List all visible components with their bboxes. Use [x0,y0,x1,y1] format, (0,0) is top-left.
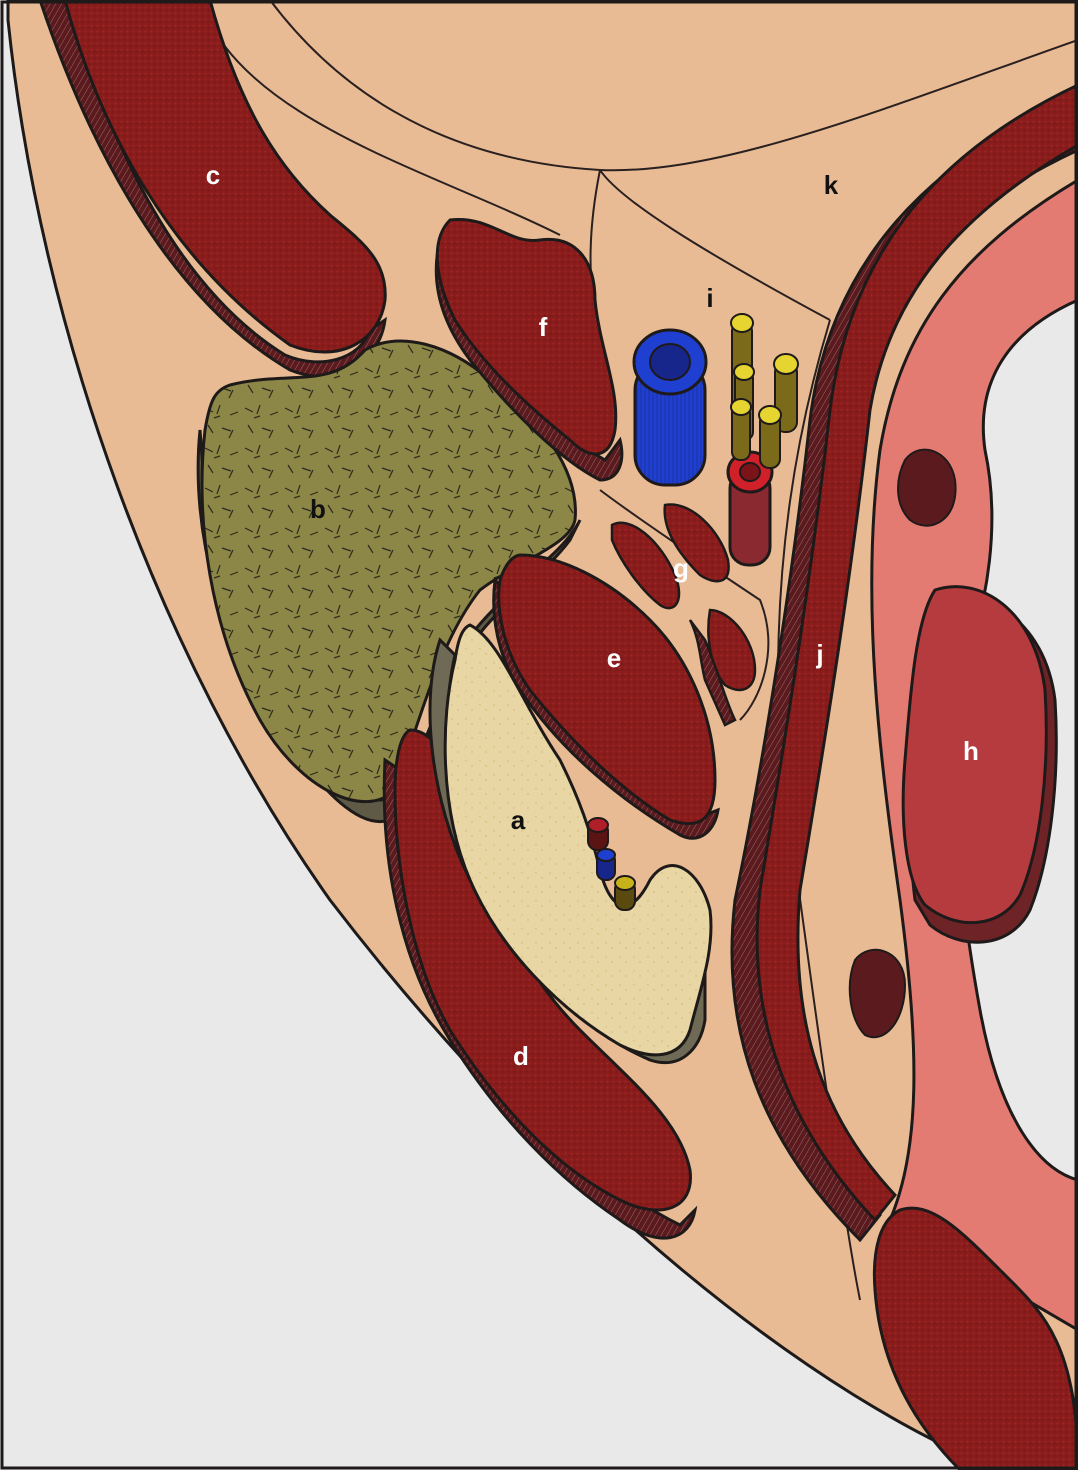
label-j: j [815,639,823,669]
label-b: b [310,494,326,524]
vessel-vein [634,330,706,485]
label-k: k [824,170,839,200]
label-c: c [206,160,220,190]
label-e: e [607,643,621,673]
small-node-upper [898,450,956,526]
label-g: g [673,553,689,583]
label-i: i [706,283,713,313]
label-f: f [539,312,548,342]
label-a: a [511,805,526,835]
vessel-artery [728,452,772,565]
label-d: d [513,1041,529,1071]
label-h: h [963,736,979,766]
